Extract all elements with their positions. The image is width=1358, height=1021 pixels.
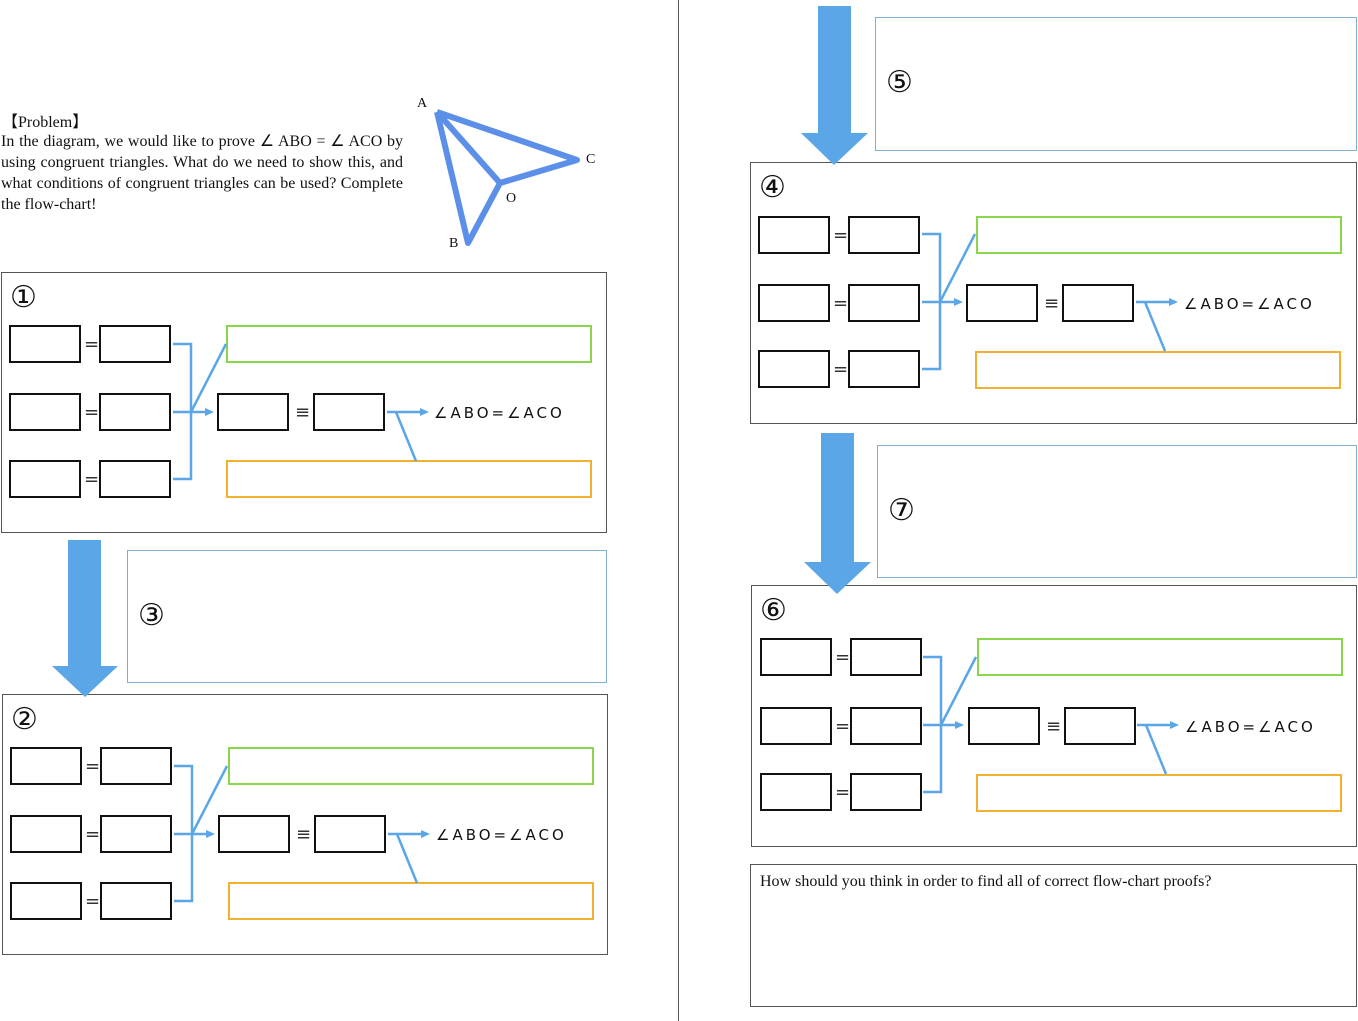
answer-cell[interactable] xyxy=(100,882,172,920)
equal-sign: = xyxy=(833,359,849,380)
conclusion-text: ∠ABO=∠ACO xyxy=(434,404,565,422)
down-arrow xyxy=(804,433,871,594)
label-o: O xyxy=(506,191,517,206)
panel-2: ② = = = ≡ ∠ABO=∠ACO xyxy=(2,694,608,955)
panel-4: ④ = = = ≡ ∠ABO=∠ACO xyxy=(750,162,1357,424)
answer-cell[interactable] xyxy=(1062,284,1134,322)
equal-sign: = xyxy=(835,647,851,668)
equal-sign: = xyxy=(835,782,851,803)
reason-box-orange[interactable] xyxy=(226,460,592,498)
congruent-sign: ≡ xyxy=(295,402,311,423)
reason-box-orange[interactable] xyxy=(975,351,1341,389)
panel-1: ① = = = ≡ ∠ABO=∠ACO xyxy=(1,272,607,533)
equal-sign: = xyxy=(833,225,849,246)
panel-number: ② xyxy=(11,702,38,737)
answer-cell[interactable] xyxy=(760,638,832,676)
label-a: A xyxy=(417,96,428,111)
label-c: C xyxy=(586,152,596,167)
answer-cell[interactable] xyxy=(99,393,171,431)
answer-cell[interactable] xyxy=(1064,707,1136,745)
answer-cell[interactable] xyxy=(9,325,81,363)
reason-box-green[interactable] xyxy=(228,747,594,785)
answer-cell[interactable] xyxy=(100,747,172,785)
panel-number: ⑤ xyxy=(886,65,913,100)
reason-box-orange[interactable] xyxy=(228,882,594,920)
equal-sign: = xyxy=(85,891,101,912)
equal-sign: = xyxy=(84,334,100,355)
answer-cell[interactable] xyxy=(848,350,920,388)
reason-box-green[interactable] xyxy=(977,638,1343,676)
equal-sign: = xyxy=(85,824,101,845)
equal-sign: = xyxy=(85,756,101,777)
panel-number: ⑦ xyxy=(888,493,915,528)
down-arrow xyxy=(801,6,868,165)
answer-cell[interactable] xyxy=(10,815,82,853)
answer-cell[interactable] xyxy=(758,284,830,322)
answer-cell[interactable] xyxy=(10,882,82,920)
answer-cell[interactable] xyxy=(100,815,172,853)
congruent-sign: ≡ xyxy=(1044,293,1060,314)
panel-number: ⑥ xyxy=(760,593,787,628)
congruent-sign: ≡ xyxy=(296,824,312,845)
reason-box-orange[interactable] xyxy=(976,774,1342,812)
answer-cell[interactable] xyxy=(848,284,920,322)
answer-cell[interactable] xyxy=(848,216,920,254)
answer-cell[interactable] xyxy=(758,350,830,388)
panel-6: ⑥ = = = ≡ ∠ABO=∠ACO xyxy=(751,585,1357,847)
answer-cell[interactable] xyxy=(760,707,832,745)
label-b: B xyxy=(449,236,459,251)
panel-3[interactable]: ③ xyxy=(127,550,607,683)
equal-sign: = xyxy=(84,402,100,423)
answer-cell[interactable] xyxy=(850,638,922,676)
equal-sign: = xyxy=(833,293,849,314)
answer-cell[interactable] xyxy=(218,815,290,853)
problem-title: 【Problem】 xyxy=(2,114,89,131)
answer-cell[interactable] xyxy=(313,393,385,431)
conclusion-text: ∠ABO=∠ACO xyxy=(1184,295,1315,313)
panel-7[interactable]: ⑦ xyxy=(877,445,1357,578)
panel-5[interactable]: ⑤ xyxy=(875,17,1357,151)
reflection-box[interactable]: How should you think in order to find al… xyxy=(750,864,1357,1007)
panel-number: ④ xyxy=(759,170,786,205)
answer-cell[interactable] xyxy=(9,393,81,431)
answer-cell[interactable] xyxy=(968,707,1040,745)
problem-text: In the diagram, we would like to prove ∠… xyxy=(1,133,403,213)
conclusion-text: ∠ABO=∠ACO xyxy=(436,826,567,844)
answer-cell[interactable] xyxy=(760,773,832,811)
answer-cell[interactable] xyxy=(99,460,171,498)
answer-cell[interactable] xyxy=(9,460,81,498)
answer-cell[interactable] xyxy=(758,216,830,254)
answer-cell[interactable] xyxy=(314,815,386,853)
congruent-sign: ≡ xyxy=(1046,716,1062,737)
answer-cell[interactable] xyxy=(850,773,922,811)
answer-cell[interactable] xyxy=(99,325,171,363)
equal-sign: = xyxy=(835,716,851,737)
answer-cell[interactable] xyxy=(10,747,82,785)
reflection-question: How should you think in order to find al… xyxy=(760,873,1212,890)
down-arrow xyxy=(52,540,118,697)
equal-sign: = xyxy=(84,469,100,490)
reason-box-green[interactable] xyxy=(226,325,592,363)
panel-number: ① xyxy=(10,280,37,315)
answer-cell[interactable] xyxy=(217,393,289,431)
answer-cell[interactable] xyxy=(850,707,922,745)
conclusion-text: ∠ABO=∠ACO xyxy=(1185,718,1316,736)
page-divider xyxy=(678,0,679,1021)
panel-number: ③ xyxy=(138,598,165,633)
answer-cell[interactable] xyxy=(966,284,1038,322)
reason-box-green[interactable] xyxy=(976,216,1342,254)
